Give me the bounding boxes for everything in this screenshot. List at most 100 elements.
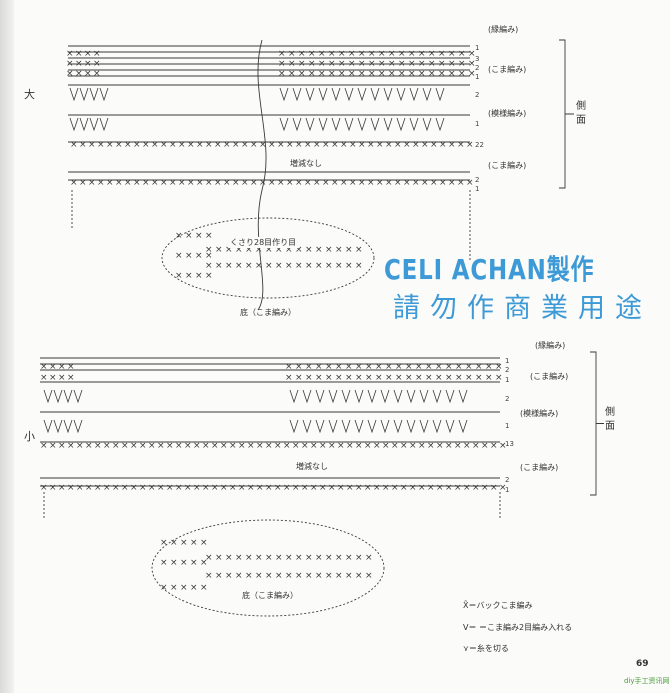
stitch-mark: × — [421, 178, 429, 188]
stitch-mark: × — [175, 441, 183, 451]
stitch-mark: × — [97, 140, 105, 150]
stitch-mark: × — [215, 245, 223, 255]
stitch-mark: × — [124, 178, 132, 188]
legend-item-back-sc: X̃＝バックこま編み — [463, 600, 532, 611]
stitch-mark: × — [215, 553, 223, 563]
stitch-mark: × — [193, 483, 201, 493]
stitch-mark: × — [346, 483, 354, 493]
pattern-stitch-mark — [435, 117, 445, 132]
stitch-mark: × — [310, 483, 318, 493]
pattern-stitch-mark — [302, 419, 312, 434]
stitch-mark: × — [499, 483, 507, 493]
top-row-count: 1 — [475, 120, 480, 128]
stitch-mark: × — [375, 362, 383, 372]
stitch-mark: × — [328, 69, 336, 79]
stitch-mark: × — [220, 483, 228, 493]
row-bracket — [559, 39, 574, 189]
stitch-mark: × — [385, 362, 393, 372]
stitch-mark: × — [148, 483, 156, 493]
stitch-mark: × — [255, 553, 263, 563]
stitch-mark: × — [318, 69, 326, 79]
stitch-mark: × — [274, 483, 282, 493]
stitch-mark: × — [348, 69, 356, 79]
stitch-mark: × — [340, 178, 348, 188]
stitch-mark: × — [268, 140, 276, 150]
legend-item-cut-yarn: ⋎＝糸を切る — [463, 643, 509, 654]
pattern-stitch-mark — [341, 419, 351, 434]
stitch-mark: × — [355, 261, 363, 271]
stitch-mark: × — [322, 140, 330, 150]
stitch-mark: × — [465, 373, 473, 383]
stitch-mark: × — [346, 441, 354, 451]
stitch-mark: × — [285, 245, 293, 255]
stitch-mark: × — [175, 251, 183, 261]
pattern-stitch-mark — [79, 117, 89, 132]
page-number: 69 — [636, 659, 649, 669]
stitch-mark: × — [385, 178, 393, 188]
stitch-mark: × — [428, 49, 436, 59]
pattern-stitch-mark — [302, 389, 312, 404]
stitch-mark: × — [388, 59, 396, 69]
pattern-stitch-mark — [435, 87, 445, 102]
stitch-mark: × — [301, 483, 309, 493]
pattern-stitch-mark — [43, 419, 53, 434]
legend-text: ＝バックこま編み — [468, 601, 533, 610]
stitch-mark: × — [295, 261, 303, 271]
bottom-no-change-label: 増減なし — [296, 462, 328, 471]
stitch-mark: × — [313, 140, 321, 150]
stitch-mark: × — [170, 583, 178, 593]
stitch-mark: × — [40, 362, 48, 372]
top-chart-rows — [68, 39, 471, 311]
stitch-mark: × — [223, 140, 231, 150]
stitch-mark: × — [139, 483, 147, 493]
pattern-stitch-mark — [63, 419, 73, 434]
stitch-mark: × — [466, 140, 474, 150]
stitch-mark: × — [241, 178, 249, 188]
stitch-mark: × — [49, 441, 57, 451]
legend-text: ＝糸を切る — [468, 644, 509, 653]
stitch-mark: × — [169, 140, 177, 150]
stitch-mark: × — [275, 261, 283, 271]
stitch-mark: × — [184, 441, 192, 451]
stitch-mark: × — [298, 69, 306, 79]
stitch-mark: × — [378, 69, 386, 79]
pattern-stitch-mark — [432, 419, 442, 434]
stitch-mark: × — [435, 373, 443, 383]
stitch-mark: × — [298, 59, 306, 69]
pattern-stitch-mark — [89, 117, 99, 132]
pattern-stitch-mark — [367, 389, 377, 404]
stitch-mark: × — [93, 49, 101, 59]
pattern-stitch-mark — [43, 389, 53, 404]
stitch-mark: × — [335, 571, 343, 581]
stitch-mark: × — [190, 538, 198, 548]
stitch-mark: × — [214, 140, 222, 150]
stitch-mark: × — [305, 261, 313, 271]
stitch-mark: × — [445, 373, 453, 383]
stitch-mark: × — [445, 441, 453, 451]
stitch-mark: × — [79, 140, 87, 150]
stitch-mark: × — [121, 483, 129, 493]
stitch-mark: × — [328, 483, 336, 493]
stitch-mark: × — [250, 178, 258, 188]
stitch-mark: × — [368, 49, 376, 59]
stitch-mark: × — [259, 140, 267, 150]
stitch-mark: × — [463, 441, 471, 451]
stitch-mark: × — [385, 140, 393, 150]
stitch-mark: × — [255, 571, 263, 581]
stitch-mark: × — [405, 362, 413, 372]
stitch-mark: × — [94, 441, 102, 451]
bottom-edge-label: (縁編み) — [535, 341, 566, 350]
pattern-stitch-mark — [406, 389, 416, 404]
stitch-mark: × — [373, 483, 381, 493]
stitch-mark: × — [245, 553, 253, 563]
stitch-mark: × — [325, 362, 333, 372]
stitch-mark: × — [84, 59, 92, 69]
stitch-mark: × — [448, 69, 456, 79]
pattern-stitch-mark — [370, 117, 380, 132]
stitch-mark: × — [295, 140, 303, 150]
stitch-mark: × — [338, 69, 346, 79]
stitch-mark: × — [285, 553, 293, 563]
stitch-mark: × — [180, 558, 188, 568]
stitch-mark: × — [278, 49, 286, 59]
stitch-mark: × — [382, 483, 390, 493]
